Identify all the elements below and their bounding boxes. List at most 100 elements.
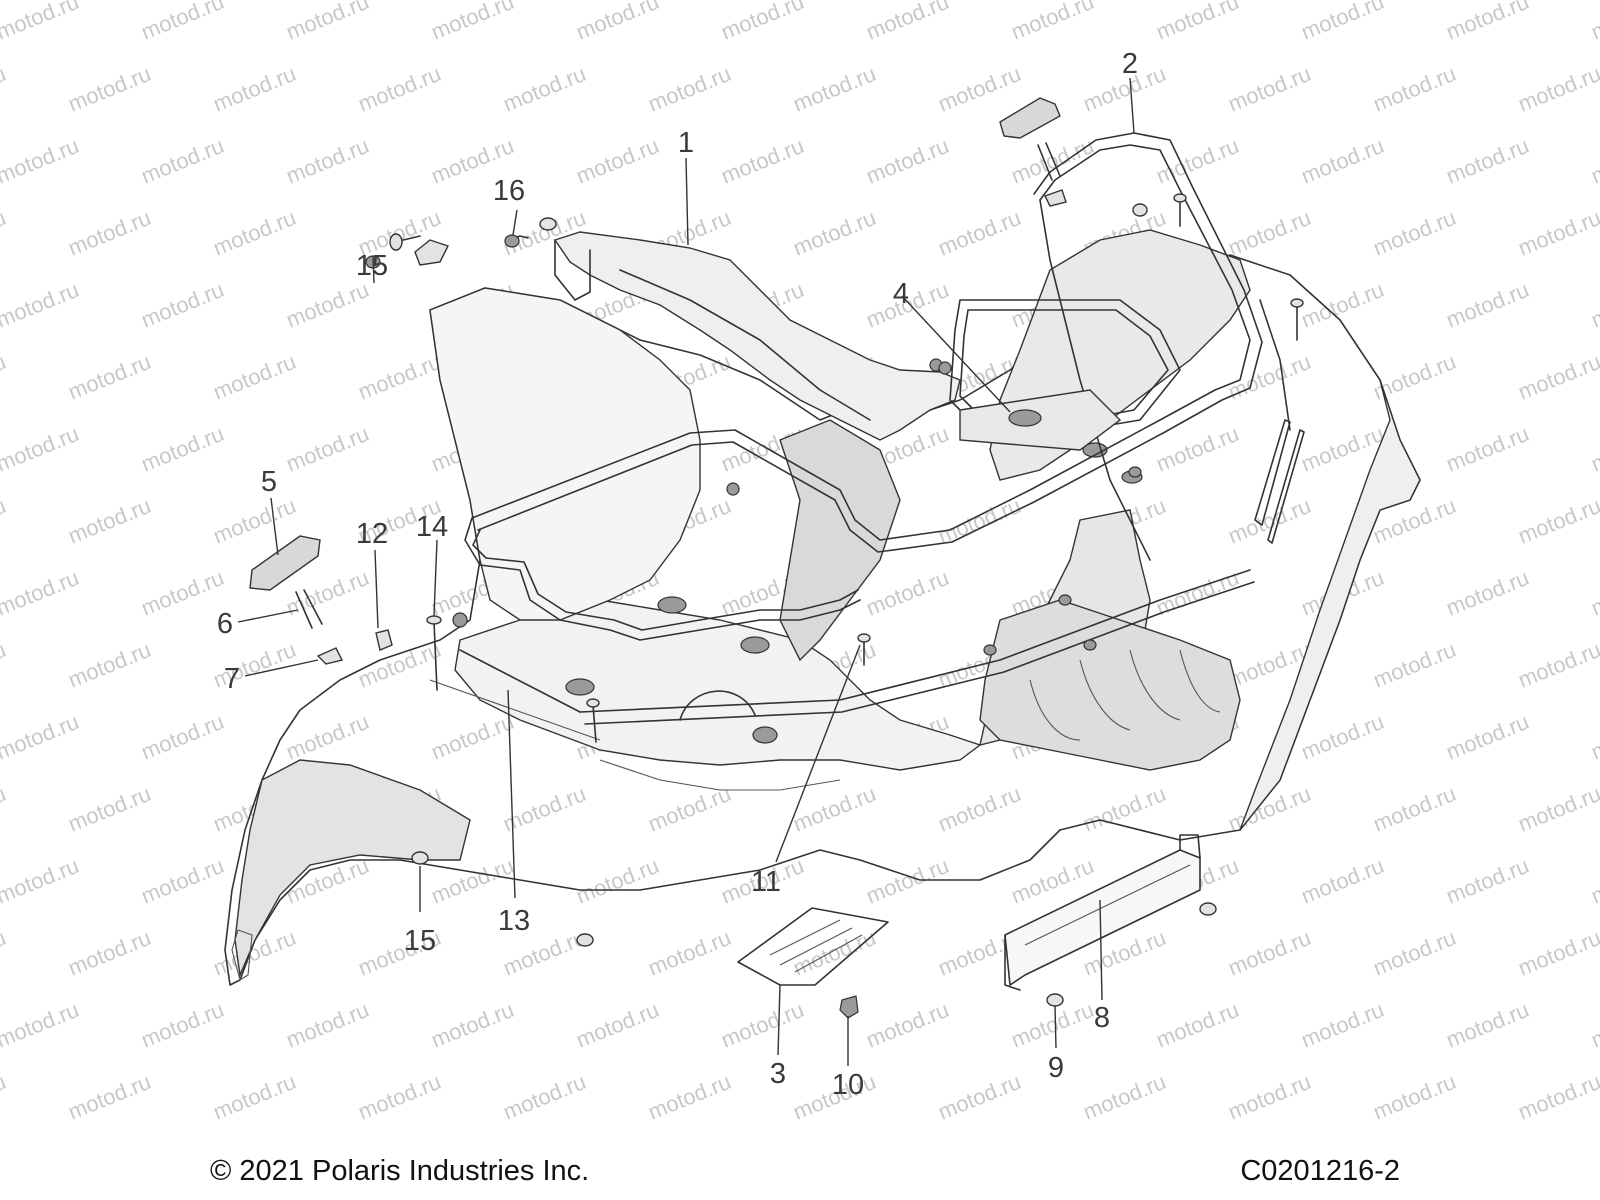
- callout-16: 16: [493, 175, 525, 207]
- watermark-text: motod.ru: [65, 493, 155, 549]
- watermark-text: motod.ru: [1515, 925, 1600, 981]
- callout-13: 13: [498, 905, 530, 937]
- watermark-text: motod.ru: [210, 205, 300, 261]
- watermark-text: motod.ru: [645, 925, 735, 981]
- callout-4: 4: [893, 278, 909, 310]
- watermark-text: motod.ru: [1008, 0, 1098, 45]
- watermark-text: motod.ru: [1443, 421, 1533, 477]
- watermark-text: motod.ru: [428, 853, 518, 909]
- watermark-text: motod.ru: [138, 133, 228, 189]
- watermark-text: motod.ru: [0, 1069, 9, 1125]
- watermark-text: motod.ru: [1443, 133, 1533, 189]
- watermark-text: motod.ru: [283, 421, 373, 477]
- watermark-text: motod.ru: [1370, 349, 1460, 405]
- watermark-text: motod.ru: [790, 781, 880, 837]
- callout-12: 12: [356, 518, 388, 550]
- watermark-text: motod.ru: [0, 133, 82, 189]
- watermark-text: motod.ru: [0, 421, 82, 477]
- watermark-text: motod.ru: [65, 205, 155, 261]
- watermark-text: motod.ru: [1370, 61, 1460, 117]
- callout-7: 7: [224, 663, 240, 695]
- watermark-text: motod.ru: [65, 781, 155, 837]
- watermark-text: motod.ru: [283, 0, 373, 45]
- watermark-text: motod.ru: [1443, 997, 1533, 1053]
- watermark-text: motod.ru: [1443, 277, 1533, 333]
- watermark-text: motod.ru: [1370, 925, 1460, 981]
- watermark-text: motod.ru: [65, 925, 155, 981]
- watermark-text: motod.ru: [573, 853, 663, 909]
- watermark-text: motod.ru: [0, 781, 9, 837]
- watermark-text: motod.ru: [138, 565, 228, 621]
- watermark-text: motod.ru: [1153, 421, 1243, 477]
- watermark-text: motod.ru: [1225, 925, 1315, 981]
- watermark-text: motod.ru: [1515, 1069, 1600, 1125]
- drawing-code: C0201216-2: [1240, 1155, 1400, 1187]
- callout-2: 2: [1122, 48, 1138, 80]
- watermark-text: motod.ru: [1298, 133, 1388, 189]
- watermark-text: motod.ru: [0, 997, 82, 1053]
- watermark-text: motod.ru: [355, 349, 445, 405]
- watermark-text: motod.ru: [138, 997, 228, 1053]
- watermark-text: motod.ru: [138, 277, 228, 333]
- watermark-text: motod.ru: [1588, 0, 1600, 45]
- watermark-text: motod.ru: [1588, 997, 1600, 1053]
- watermark-text: motod.ru: [1515, 781, 1600, 837]
- watermark-text: motod.ru: [65, 61, 155, 117]
- watermark-text: motod.ru: [1515, 493, 1600, 549]
- watermark-text: motod.ru: [210, 349, 300, 405]
- watermark-text: motod.ru: [790, 61, 880, 117]
- callout-3: 3: [770, 1058, 786, 1090]
- watermark-text: motod.ru: [0, 709, 82, 765]
- watermark-text: motod.ru: [1298, 853, 1388, 909]
- watermark-text: motod.ru: [573, 0, 663, 45]
- callout-5: 5: [261, 466, 277, 498]
- watermark-text: motod.ru: [935, 205, 1025, 261]
- watermark-text: motod.ru: [355, 1069, 445, 1125]
- watermark-text: motod.ru: [210, 61, 300, 117]
- watermark-text: motod.ru: [1370, 1069, 1460, 1125]
- watermark-text: motod.ru: [0, 0, 82, 45]
- watermark-text: motod.ru: [1298, 709, 1388, 765]
- watermark-text: motod.ru: [935, 781, 1025, 837]
- bracket-part-8: [1004, 834, 1217, 1007]
- watermark-text: motod.ru: [863, 997, 953, 1053]
- watermark-text: motod.ru: [1588, 853, 1600, 909]
- watermark-text: motod.ru: [65, 637, 155, 693]
- watermark-text: motod.ru: [1370, 781, 1460, 837]
- watermark-text: motod.ru: [0, 61, 9, 117]
- watermark-text: motod.ru: [1515, 61, 1600, 117]
- leader-lines: [237, 77, 1135, 1066]
- plate-part-3: [737, 907, 889, 986]
- watermark-text: motod.ru: [283, 277, 373, 333]
- watermark-text: motod.ru: [1153, 997, 1243, 1053]
- watermark-text: motod.ru: [283, 997, 373, 1053]
- watermark-text: motod.ru: [0, 493, 9, 549]
- watermark-text: motod.ru: [138, 853, 228, 909]
- callout-11: 11: [751, 866, 781, 898]
- watermark-text: motod.ru: [1588, 421, 1600, 477]
- seat-pan-part: [553, 231, 961, 441]
- watermark-text: motod.ru: [500, 1069, 590, 1125]
- watermark-text: motod.ru: [0, 349, 9, 405]
- callout-labels: 1 2 3 4 5 6 7 8 9 10 11 12 13 14 15 15 1…: [217, 48, 1138, 1101]
- watermark-text: motod.ru: [718, 133, 808, 189]
- watermark-text: motod.ru: [355, 61, 445, 117]
- watermark-text: motod.ru: [0, 277, 82, 333]
- watermark-text: motod.ru: [1370, 205, 1460, 261]
- watermark-text: motod.ru: [935, 1069, 1025, 1125]
- watermark-text: motod.ru: [1515, 637, 1600, 693]
- watermark-text: motod.ru: [1225, 349, 1315, 405]
- watermark-text: motod.ru: [1080, 781, 1170, 837]
- watermark-text: motod.ru: [65, 1069, 155, 1125]
- watermark-text: motod.ru: [718, 997, 808, 1053]
- callout-15-upper: 15: [356, 250, 388, 282]
- watermark-text: motod.ru: [1225, 1069, 1315, 1125]
- watermark-text: motod.ru: [645, 61, 735, 117]
- watermark-text: motod.ru: [1298, 997, 1388, 1053]
- watermark-text: motod.ru: [1588, 133, 1600, 189]
- watermark-text: motod.ru: [1443, 0, 1533, 45]
- watermark-text: motod.ru: [718, 0, 808, 45]
- watermark-text: motod.ru: [645, 1069, 735, 1125]
- watermark-text: motod.ru: [210, 1069, 300, 1125]
